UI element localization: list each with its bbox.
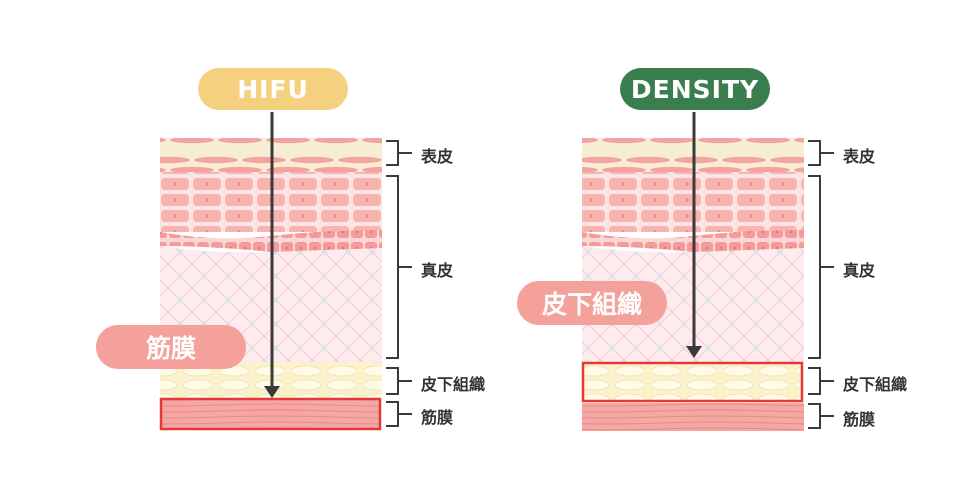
density-bracket-dermis: [808, 175, 821, 359]
hifu-skin-block: [159, 112, 382, 431]
hifu-badge: HIFU: [198, 68, 348, 110]
density-bracket-subcutaneous: [808, 367, 821, 395]
hifu-layer-brackets: [386, 140, 412, 427]
density-skin-block: [581, 112, 804, 431]
density-arrowhead: [686, 346, 702, 358]
density-bracket-epidermis: [808, 140, 821, 166]
density-label-epidermis: 表皮: [843, 147, 876, 166]
hifu-bracket-epidermis: [386, 140, 399, 166]
density-layer-brackets: [808, 140, 834, 429]
density-bracket-fascia: [808, 403, 821, 429]
hifu-arrowhead: [264, 386, 280, 398]
hifu-bracket-dermis: [386, 175, 399, 359]
density-label-subcutaneous: 皮下組織: [843, 375, 908, 394]
density-label-dermis: 真皮: [843, 261, 876, 280]
hifu-fascia-layer: [161, 399, 380, 429]
density-subcutaneous-highlight: [581, 361, 804, 403]
hifu-label-fascia: 筋膜: [421, 408, 454, 427]
hifu-label-dermis: 真皮: [421, 261, 454, 280]
density-target-callout: 皮下組織: [517, 281, 667, 325]
hifu-target-callout: 筋膜: [96, 325, 246, 369]
density-badge: DENSITY: [620, 68, 770, 110]
hifu-fascia-highlight: [159, 397, 382, 431]
density-fascia-layer: [582, 403, 804, 431]
hifu-label-epidermis: 表皮: [421, 147, 454, 166]
hifu-label-subcutaneous: 皮下組織: [421, 375, 486, 394]
density-label-fascia: 筋膜: [843, 410, 876, 429]
density-subcutaneous-layer: [583, 363, 802, 401]
hifu-bracket-fascia: [386, 401, 399, 427]
hifu-bracket-subcutaneous: [386, 367, 399, 395]
